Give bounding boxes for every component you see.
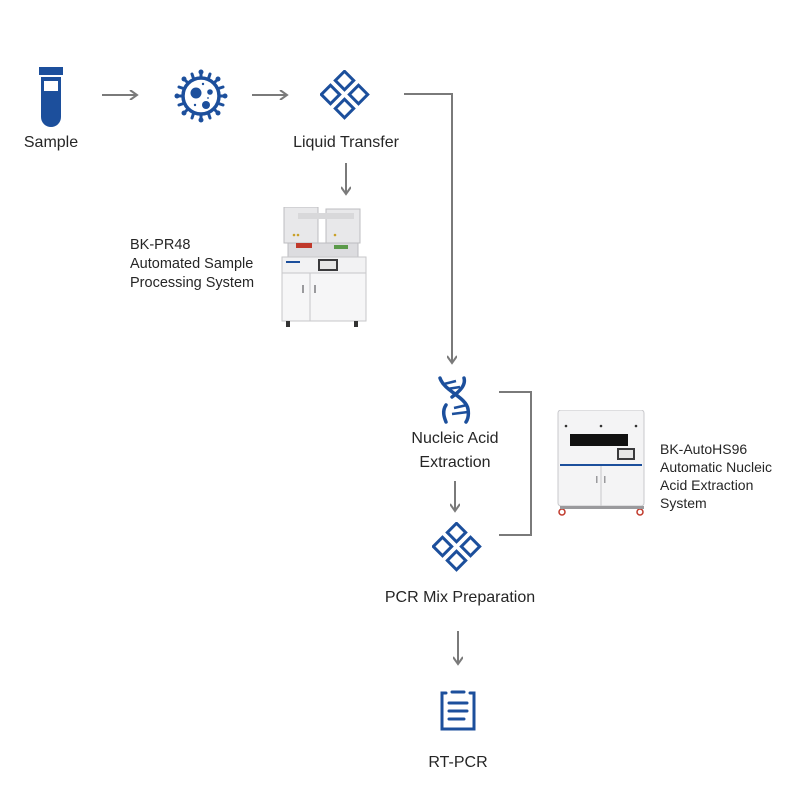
pr48-model: BK-PR48 [130,237,191,253]
virus-cell-icon [174,69,228,123]
nucleic-acid-line2: Extraction [419,454,491,471]
autohs96-desc-2: Acid Extraction [660,477,754,493]
rt-pcr-label: RT-PCR [428,754,488,771]
autohs96-desc-3: System [660,495,707,511]
liquid-transfer-label: Liquid Transfer [293,134,399,151]
diamond-grid-icon [320,70,370,120]
autohs96-label: BK-AutoHS96 Automatic Nucleic Acid Extra… [660,440,772,512]
sample-label: Sample [23,134,79,151]
pr48-device-image [281,207,367,327]
test-tube-icon [39,67,63,127]
autohs96-model: BK-AutoHS96 [660,441,748,457]
arrow-transfer-to-extraction [404,93,452,363]
nucleic-acid-line1: Nucleic Acid [411,430,499,447]
diamond-grid-icon [432,522,482,572]
pcr-mix-label: PCR Mix Preparation [384,589,536,606]
pr48-label: BK-PR48 Automated Sample Processing Syst… [130,236,254,293]
bracket-autohs96 [499,391,532,536]
autohs96-device-image [557,410,645,516]
clipboard-list-icon [440,690,476,731]
pr48-desc-1: Automated Sample [130,256,254,272]
autohs96-desc-1: Automatic Nucleic [660,459,773,475]
step-sample [20,62,82,152]
pr48-desc-2: Processing System [130,275,255,291]
nucleic-acid-extraction-label: Nucleic Acid Extraction [390,427,520,475]
dna-icon [438,376,471,424]
